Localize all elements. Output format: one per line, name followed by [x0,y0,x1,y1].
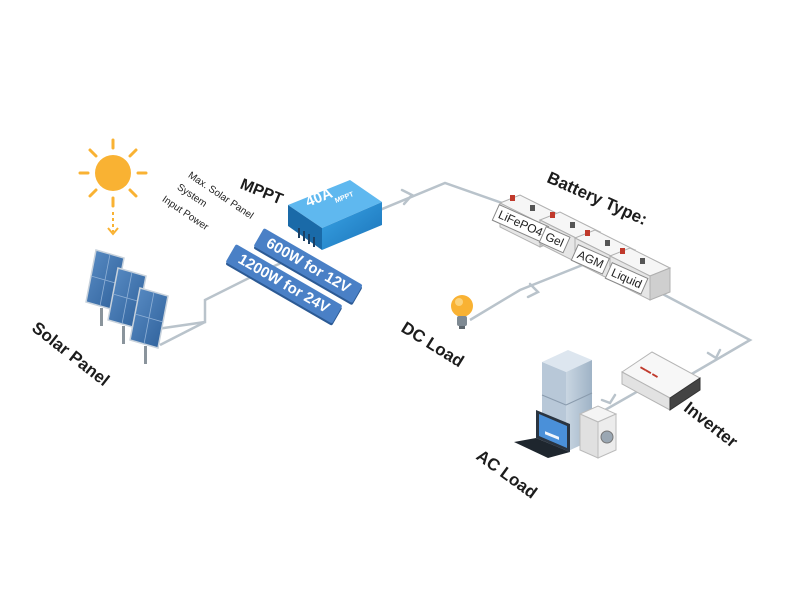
inverter-icon: ▬▬ ▬ [621,351,701,411]
controller-icon: 40A MPPT [288,180,382,250]
arrow-icon [400,188,415,206]
arrow-icon [706,348,722,360]
laptop-icon [514,410,570,458]
wire-panel-return [159,320,206,347]
arrow-icon [600,393,617,405]
bulb-icon [451,295,473,329]
arrow-icon [526,282,541,299]
arrows [400,188,722,405]
washer-icon [578,405,618,459]
wire-battery-to-dc [469,260,591,322]
sun-icon [78,138,148,236]
wire-battery-to-inverter [654,288,753,377]
solar-panel-icon [85,249,169,364]
wire-panel-to-mppt [149,253,301,332]
